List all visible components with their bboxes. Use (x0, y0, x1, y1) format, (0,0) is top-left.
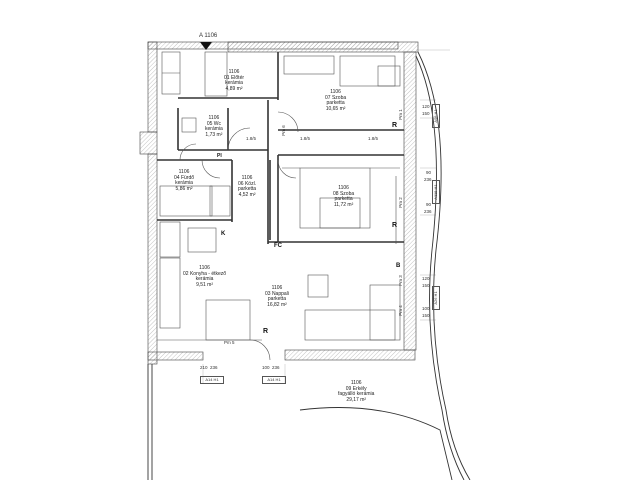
fc-tag: Pm 6 (280, 125, 286, 136)
dim-236d: 236 (272, 365, 280, 370)
room-area: 9,51 m² (196, 281, 214, 288)
radiator-symbol: R (263, 328, 269, 335)
dim-100b: 100 (262, 365, 270, 370)
room-number: 1106 (350, 380, 362, 386)
room-name: 02 Konyha - étkező (183, 270, 227, 277)
room-area: 10,65 m² (325, 105, 346, 112)
room-name: 07 Szoba (325, 94, 347, 101)
pm-tag: Pm 1 (397, 109, 403, 120)
room-name: 08 Szoba (333, 190, 355, 197)
section-marker-label: A 1106 (199, 33, 218, 39)
room-number: 1106 (199, 265, 210, 271)
window-tag: A26 H1 (432, 286, 440, 310)
room-label-konyha: 1106 02 Konyha - étkező kerámia 9,51 m² (183, 265, 227, 288)
room-name: 05 Wc (206, 120, 221, 127)
room-name: 03 Nappali (265, 290, 289, 297)
beam-tag: 1.8/5 (300, 136, 311, 141)
section-arrow-icon (200, 42, 212, 50)
room-area: 11,72 m² (333, 201, 354, 208)
room-number: 1106 (241, 175, 253, 181)
dim-236b: 236 (424, 209, 432, 214)
pm-tag: Pm 5 (224, 340, 235, 345)
room-number: 1106 (271, 285, 283, 291)
room-finish: parketta (238, 186, 257, 193)
room-finish: parketta (334, 196, 353, 203)
pi-symbol: PI (217, 153, 222, 159)
room-finish: parketta (267, 296, 286, 303)
furniture (157, 51, 401, 361)
room-label-eloter: 1106 01 Előtér kerámia 4,89 m² (224, 69, 245, 92)
dim-100: 100 (422, 306, 430, 311)
room-finish: kerámia (195, 276, 214, 283)
window-tag: A08 H1 (432, 104, 440, 128)
room-finish: fagyálló kerámia (338, 391, 375, 398)
room-finish: kerámia (175, 180, 193, 187)
room-finish: kerámia (225, 80, 243, 87)
dim-120: 120 (422, 104, 430, 109)
room-area: 29,17 m² (346, 396, 367, 403)
room-number: 1106 (330, 89, 341, 95)
pm-tag: Pm 4 (397, 305, 403, 316)
radiator-symbol: R (392, 122, 398, 129)
room-label-furdo: 1106 04 Fürdő kerámia 5,86 m² (174, 169, 195, 192)
pm-tag: Pm 2 (397, 197, 403, 208)
room-finish: kerámia (205, 126, 223, 133)
dim-150b: 150 (422, 313, 430, 318)
room-finish: parketta (326, 100, 345, 107)
room-label-haloszoba: 1106 08 Szoba parketta 11,72 m² (333, 185, 355, 208)
room-label-nappali: 1106 03 Nappali parketta 16,82 m² (265, 285, 289, 308)
dim-236: 236 (424, 177, 432, 182)
balcony-outline (147, 51, 471, 480)
dim-210: 210 (200, 365, 208, 370)
dim-150: 150 (422, 111, 430, 116)
window-tag: A118 H1 (432, 180, 440, 204)
room-label-kozl: 1106 06 Közl. parketta 4,52 m² (238, 175, 257, 198)
dim-236c: 236 (210, 365, 218, 370)
exterior-walls (139, 41, 419, 365)
dim-90: 90 (426, 170, 432, 175)
boiler-symbol: B (396, 263, 401, 269)
room-label-erkely: 1106 09 Erkély fagyálló kerámia 29,17 m² (338, 380, 375, 403)
room-number: 1106 (178, 169, 190, 175)
radiator-symbol: R (392, 222, 398, 229)
room-area: 4,89 m² (225, 85, 243, 92)
room-area: 5,86 m² (175, 185, 193, 192)
room-area: 4,52 m² (238, 191, 256, 198)
beam-tag: 1.8/5 (368, 136, 379, 141)
beam-tag: 1.8/5 (246, 136, 257, 141)
room-name: 06 Közl. (238, 180, 257, 187)
pm-tag: Pm 3 (397, 275, 403, 286)
room-name: 09 Erkély (345, 385, 367, 392)
room-name: 04 Fürdő (174, 174, 195, 181)
dim-120b: 120 (422, 276, 430, 281)
dim-151: 150 (422, 283, 430, 288)
room-number: 1106 (338, 185, 349, 191)
interior-walls (157, 52, 404, 244)
room-name: 01 Előtér (224, 74, 245, 81)
room-label-wc: 1106 05 Wc kerámia 1,73 m² (205, 115, 223, 138)
room-label-szoba: 1106 07 Szoba parketta 10,65 m² (325, 89, 347, 112)
window-tag: A14 H1 (200, 376, 224, 384)
room-number: 1106 (208, 115, 220, 121)
room-area: 1,73 m² (205, 131, 223, 138)
kitchen-symbol: K (221, 231, 226, 237)
dim-90b: 90 (426, 202, 432, 207)
window-tag: A14 H1 (262, 376, 286, 384)
room-area: 16,82 m² (267, 301, 287, 308)
fan-coil-symbol: FC (274, 243, 282, 249)
room-number: 1106 (228, 69, 240, 75)
